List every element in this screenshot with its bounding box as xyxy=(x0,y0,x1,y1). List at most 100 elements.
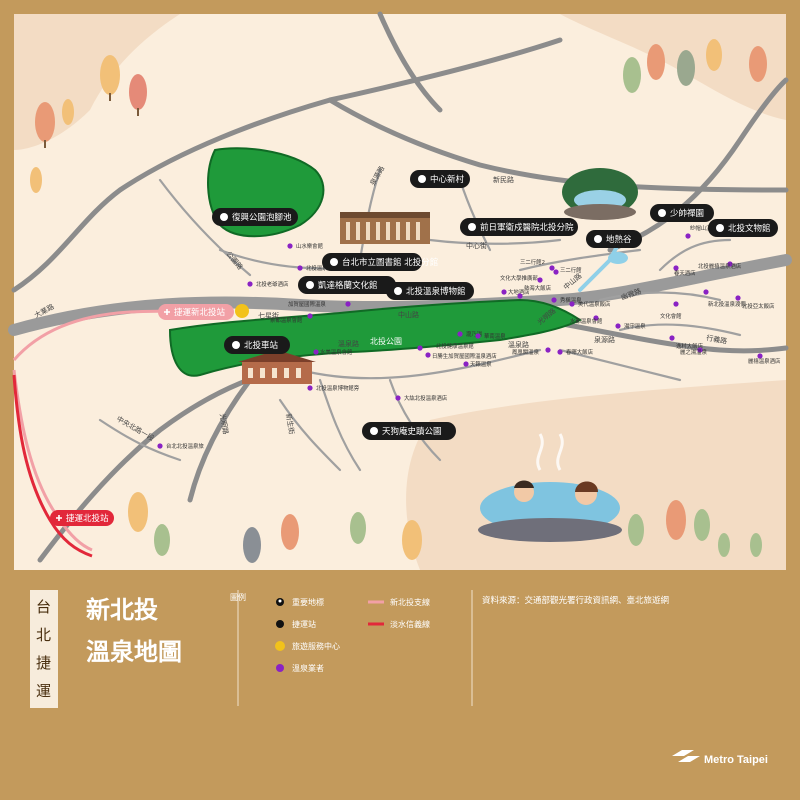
pin-icon xyxy=(716,224,724,232)
landmark-library[interactable]: 台北市立圖書館 北投分館 xyxy=(322,253,438,271)
landmark-beitou-museum[interactable]: 北投文物館 xyxy=(708,219,778,237)
business-item[interactable]: 大地酒店 xyxy=(501,288,530,296)
business-item[interactable]: 鳳凰閣溫泉 xyxy=(512,347,551,356)
business-item[interactable]: 北投健康溫泉館 xyxy=(417,342,474,351)
business-item[interactable]: 北投溫泉博物館旁 xyxy=(307,384,360,392)
legend-tamsui-line: 淡水信義線 xyxy=(368,619,430,629)
svg-text:北: 北 xyxy=(36,626,51,644)
road-label-wenquan: 溫泉路 xyxy=(508,340,529,349)
business-item[interactable]: 台北北投溫泉旅 xyxy=(157,442,204,450)
business-item[interactable]: 日勝生加賀屋國際溫泉酒店 xyxy=(425,352,497,360)
business-item[interactable]: 三二行館 xyxy=(553,266,582,275)
landmark-thermal-valley[interactable]: 地熱谷 xyxy=(586,230,642,248)
business-item[interactable]: 文化大學推廣部 xyxy=(500,274,543,283)
legend-tourist: 旅遊服務中心 xyxy=(275,641,340,651)
svg-text:麗禧溫泉酒店: 麗禧溫泉酒店 xyxy=(748,357,781,365)
thermal-valley-pond xyxy=(608,252,628,264)
road-small-9 xyxy=(318,378,362,472)
road-label-xinmin: 新民路 xyxy=(493,175,514,184)
business-item[interactable]: 三二行館2 xyxy=(520,258,555,271)
business-item[interactable]: 紗帽山溫泉 xyxy=(685,224,718,239)
svg-text:大地酒店: 大地酒店 xyxy=(508,288,530,296)
landmark-hot-spring-museum[interactable]: 北投溫泉博物館 xyxy=(386,282,474,300)
business-item[interactable]: 北投亞太飯店 xyxy=(735,295,775,310)
business-item[interactable]: 水美溫泉會館 xyxy=(313,348,352,356)
svg-text:台北北投溫泉旅: 台北北投溫泉旅 xyxy=(166,442,204,450)
pin-icon xyxy=(394,287,402,295)
landmark-fuxing-park[interactable]: 復興公園泡腳池 xyxy=(212,208,298,226)
svg-text:新北投支線: 新北投支線 xyxy=(390,597,430,607)
svg-text:北投溫泉旅: 北投溫泉旅 xyxy=(306,264,334,272)
landmark-ketagalan[interactable]: 凱達格蘭文化館 xyxy=(298,276,396,294)
business-item[interactable]: 麗之湯溫泉 xyxy=(680,347,708,356)
svg-text:Metro Taipei: Metro Taipei xyxy=(704,754,768,766)
source-text: 資料來源：交通部觀光署行政資訊網、臺北旅遊網 xyxy=(482,595,669,606)
business-item[interactable]: 北投老爺酒店 xyxy=(247,280,289,288)
title-badge: 台 北 捷 運 xyxy=(30,590,58,708)
business-item[interactable]: 加賀屋國際溫泉 xyxy=(288,300,351,308)
landmark-tiangou[interactable]: 天狗庵史蹟公園 xyxy=(362,422,456,440)
business-item[interactable]: 瀧乃湯 xyxy=(457,330,483,338)
metro-logo-icon xyxy=(672,750,700,762)
tourist-center-icon[interactable] xyxy=(235,304,249,318)
road-label-guangming2: 光明路 xyxy=(218,413,231,435)
business-item[interactable]: 水都溫泉會館 xyxy=(570,315,602,325)
business-item[interactable]: 北投溫泉旅 xyxy=(297,264,334,272)
pin-icon xyxy=(330,258,338,266)
svg-text:地熱谷: 地熱谷 xyxy=(606,234,632,245)
svg-text:天狗庵史蹟公園: 天狗庵史蹟公園 xyxy=(382,426,442,437)
business-item[interactable]: 華南溫泉 xyxy=(475,332,506,340)
business-item[interactable]: 文化會館 xyxy=(660,301,682,320)
business-item[interactable]: 逸村大飯店 xyxy=(669,335,704,350)
road-small-7 xyxy=(618,323,742,337)
road-east-branch xyxy=(607,77,789,253)
business-item[interactable]: 熱海大飯店 xyxy=(517,284,552,299)
business-item[interactable]: 北投麗禧溫泉酒店 xyxy=(698,261,742,270)
svg-text:新北投溫泉渡假: 新北投溫泉渡假 xyxy=(708,300,746,308)
business-item[interactable]: 山水樂會館 xyxy=(287,242,323,250)
svg-text:前日軍衛戍醫院北投分院: 前日軍衛戍醫院北投分院 xyxy=(480,222,574,233)
station-beitou[interactable]: 捷運北投站 xyxy=(50,510,114,526)
road-label-quanyuan2: 泉源路 xyxy=(594,335,615,344)
svg-text:山水樂會館: 山水樂會館 xyxy=(296,242,323,250)
pin-icon xyxy=(232,341,240,349)
road-label-qixing: 七星街 xyxy=(258,311,279,320)
road-small-12 xyxy=(558,348,682,382)
business-item[interactable]: 美代溫泉飯店 xyxy=(569,300,611,308)
svg-text:北投文物館: 北投文物館 xyxy=(728,223,771,234)
station-xinbeitou[interactable]: 捷運新北投站 xyxy=(158,304,234,320)
road-guangming-s xyxy=(187,377,253,503)
business-item[interactable]: 大紘北投溫泉酒店 xyxy=(395,394,448,402)
road-label-xingjiao: 行義路 xyxy=(706,333,728,346)
landmark-army-hospital[interactable]: 前日軍衛戍醫院北投分院 xyxy=(460,218,578,236)
business-item[interactable]: 秀楓溫泉 xyxy=(551,296,582,304)
road-small-14 xyxy=(658,238,732,272)
svg-text:秀楓溫泉: 秀楓溫泉 xyxy=(560,296,582,304)
svg-text:加賀屋國際溫泉: 加賀屋國際溫泉 xyxy=(288,300,326,308)
tourist-center-icon xyxy=(275,641,285,651)
road-small-1 xyxy=(158,178,252,277)
road-small-6 xyxy=(598,291,722,302)
landmark-beitou-stop[interactable]: 北投車站 xyxy=(224,336,290,354)
svg-text:美代溫泉飯店: 美代溫泉飯店 xyxy=(578,300,611,308)
business-item[interactable]: 泉都溫泉會館 xyxy=(270,313,313,324)
business-item[interactable]: 春天酒店 xyxy=(673,265,696,277)
business-item[interactable]: 湯守溫泉 xyxy=(615,322,646,330)
svg-text:麗之湯溫泉: 麗之湯溫泉 xyxy=(680,348,708,356)
svg-text:運: 運 xyxy=(36,682,51,700)
tree-decorations xyxy=(30,39,767,563)
business-item[interactable]: 新北投溫泉渡假 xyxy=(703,289,746,308)
title-line-1: 新北投 xyxy=(86,596,158,624)
svg-text:大紘北投溫泉酒店: 大紘北投溫泉酒店 xyxy=(404,394,448,402)
road-xinmin xyxy=(327,97,789,193)
svg-text:水都溫泉會館: 水都溫泉會館 xyxy=(570,317,602,325)
business-item[interactable]: 春暉大飯店 xyxy=(557,348,594,356)
landmark-zhongxin-village[interactable]: 中心新村 xyxy=(410,170,470,188)
svg-text:少帥禪園: 少帥禪園 xyxy=(670,208,704,219)
business-item[interactable]: 天籟溫泉 xyxy=(463,360,492,368)
pin-icon xyxy=(418,175,426,183)
title-line-2: 溫泉地圖 xyxy=(86,638,182,666)
business-item[interactable]: 麗禧溫泉酒店 xyxy=(748,353,781,365)
landmark-shaoshuai-garden[interactable]: 少帥禪園 xyxy=(650,204,714,222)
